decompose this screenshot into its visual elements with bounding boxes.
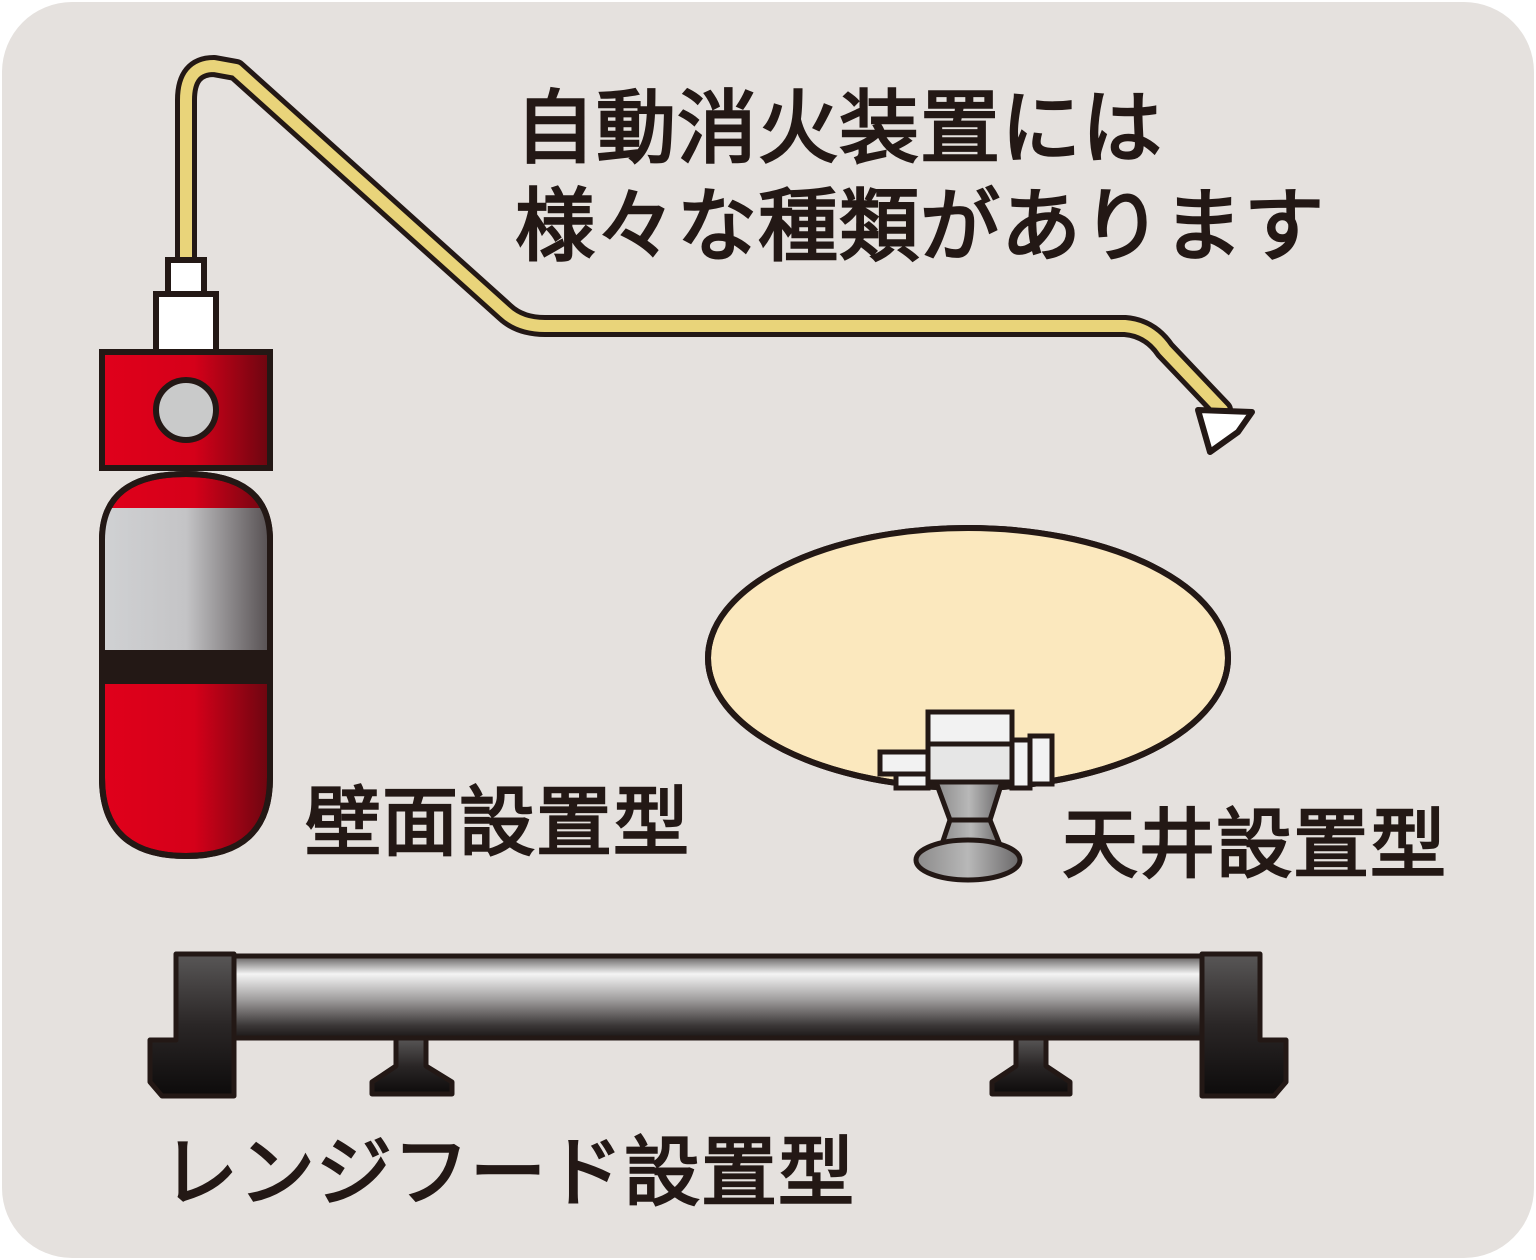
title-line-2: 様々な種類があります	[515, 180, 1325, 273]
range-hood-unit	[147, 951, 1289, 1099]
ceiling-nozzle	[877, 709, 1055, 883]
cylinder-black-band	[105, 650, 267, 684]
hood-bracket-right	[1199, 951, 1289, 1099]
cylinder-fitting	[153, 291, 219, 355]
pipe-nozzle	[1195, 407, 1255, 455]
wall-mounted-cylinder	[99, 257, 273, 860]
cylinder-label-band	[105, 508, 267, 650]
hood-nozzle-right	[989, 1035, 1073, 1097]
page-title: 自動消火装置には 様々な種類があります	[515, 80, 1325, 276]
ceiling-mounted-unit	[705, 525, 1231, 883]
hood-nozzle-left	[369, 1035, 455, 1097]
title-line-1: 自動消火装置には	[515, 82, 1163, 175]
ceiling-mounted-label: 天井設置型	[1062, 800, 1447, 889]
range-hood-label: レンジフード設置型	[162, 1128, 855, 1217]
cylinder-fitting-top	[165, 257, 207, 297]
supply-pipe	[175, 55, 1233, 421]
hood-bracket-left	[147, 951, 237, 1099]
pressure-gauge-icon	[153, 377, 219, 443]
hood-pipe	[229, 953, 1207, 1041]
wall-mounted-label: 壁面設置型	[305, 778, 690, 867]
